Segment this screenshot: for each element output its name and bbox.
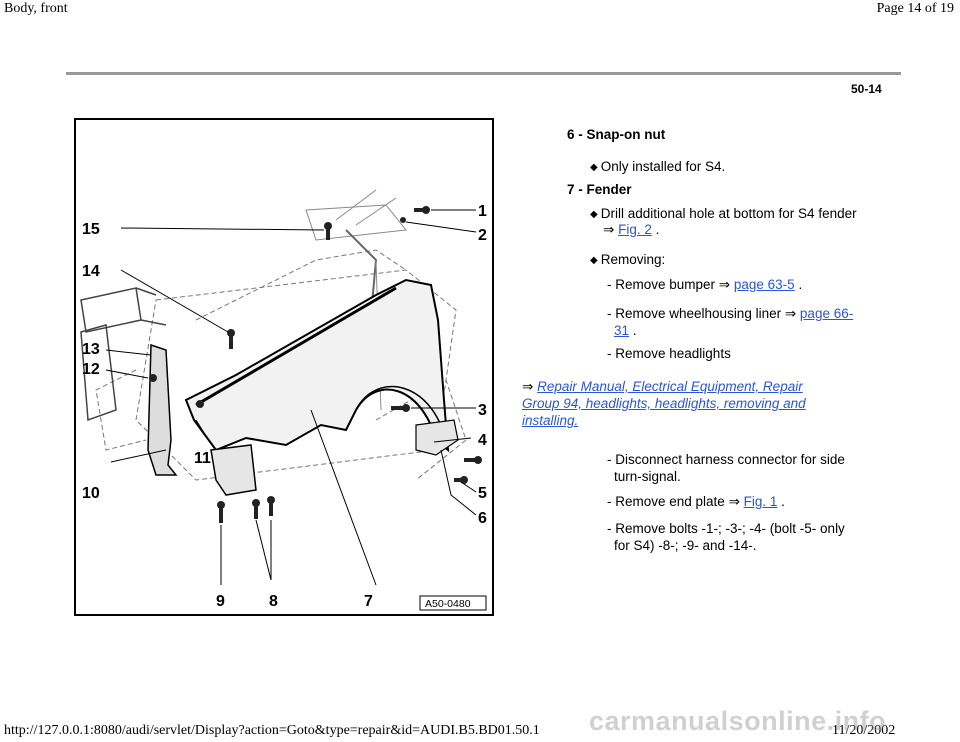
page-counter: Page 14 of 19 xyxy=(876,1,954,16)
repair-manual-ref-line3: installing. xyxy=(522,413,578,428)
page-63-5-link[interactable]: page 63-5 xyxy=(733,277,795,292)
step-remove-bolts: - Remove bolts -1-; -3-; -4- (bolt -5- o… xyxy=(607,521,845,536)
step-remove-headlights: - Remove headlights xyxy=(607,346,731,361)
step-remove-liner: - Remove wheelhousing liner ⇒ page 66- xyxy=(607,306,854,321)
drill-instruction: ◆Drill additional hole at bottom for S4 … xyxy=(590,206,857,221)
step-remove-bumper: - Remove bumper ⇒ page 63-5 . xyxy=(607,277,803,292)
fender-panel xyxy=(184,278,450,453)
callout-1: 1 xyxy=(478,203,487,220)
rear-bracket xyxy=(415,419,459,456)
step-disconnect-harness-cont: turn-signal. xyxy=(614,469,681,484)
footer-date: 11/20/2002 xyxy=(832,723,896,738)
page-66-31-link-cont[interactable]: 31 xyxy=(614,323,630,338)
repair-manual-link-line2[interactable]: Group 94, headlights, headlights, removi… xyxy=(522,396,806,411)
repair-manual-link-line3[interactable]: installing. xyxy=(522,413,579,428)
callout-5: 5 xyxy=(478,485,487,502)
step-disconnect-harness: - Disconnect harness connector for side xyxy=(607,452,845,467)
callout-4: 4 xyxy=(478,432,487,449)
fender-illustration: 1 2 3 4 5 6 7 8 9 10 11 12 13 14 15 A50-… xyxy=(80,189,487,611)
step-remove-liner-cont: 31 . xyxy=(614,323,637,338)
repair-manual-ref-line2: Group 94, headlights, headlights, removi… xyxy=(522,396,806,411)
watermark: carmanualsonline.info xyxy=(589,706,887,736)
figure-code-box xyxy=(419,595,487,611)
callout-12: 12 xyxy=(82,361,100,378)
callout-7: 7 xyxy=(364,593,373,610)
repair-manual-link[interactable]: Repair Manual, Electrical Equipment, Rep… xyxy=(537,379,803,394)
page-number: 50-14 xyxy=(851,82,882,96)
lower-bracket xyxy=(210,444,257,496)
fig-2-link[interactable]: Fig. 2 xyxy=(618,222,652,237)
document-title: Body, front xyxy=(4,1,68,16)
footer-url: http://127.0.0.1:8080/audi/servlet/Displ… xyxy=(4,723,540,738)
callout-11: 11 xyxy=(194,450,211,467)
drill-reference: ⇒ Fig. 2 . xyxy=(603,222,660,237)
repair-manual-ref: ⇒ Repair Manual, Electrical Equipment, R… xyxy=(522,379,803,394)
callout-3: 3 xyxy=(478,402,487,419)
callout-14: 14 xyxy=(82,263,100,280)
fender-seal-strip xyxy=(195,286,397,407)
callout-6: 6 xyxy=(478,510,487,527)
item-7-heading: 7 - Fender xyxy=(567,182,632,197)
step-remove-end-plate: - Remove end plate ⇒ Fig. 1 . xyxy=(607,494,785,509)
bullet-diamond-icon: ◆ xyxy=(590,255,598,266)
header-rule xyxy=(66,72,901,75)
callout-15: 15 xyxy=(82,221,100,238)
front-bracket xyxy=(147,343,178,476)
bullet-diamond-icon: ◆ xyxy=(590,209,598,220)
item-6-heading: 6 - Snap-on nut xyxy=(567,127,666,142)
page-66-31-link[interactable]: page 66- xyxy=(799,306,854,321)
item-6-bullet: ◆Only installed for S4. xyxy=(590,159,726,174)
fender-diagram: 1 2 3 4 5 6 7 8 9 10 11 12 13 14 15 A50-… xyxy=(74,118,494,616)
callout-9: 9 xyxy=(216,593,225,610)
fig-1-link[interactable]: Fig. 1 xyxy=(743,494,778,509)
callout-10: 10 xyxy=(82,485,100,502)
callout-8: 8 xyxy=(269,593,278,610)
figure-code: A50-0480 xyxy=(425,598,471,610)
callout-13: 13 xyxy=(82,341,100,358)
removing-heading: ◆Removing: xyxy=(590,252,666,267)
bullet-diamond-icon: ◆ xyxy=(590,162,598,173)
callout-2: 2 xyxy=(478,227,487,244)
step-remove-bolts-cont: for S4) -8-; -9- and -14-. xyxy=(614,538,757,553)
